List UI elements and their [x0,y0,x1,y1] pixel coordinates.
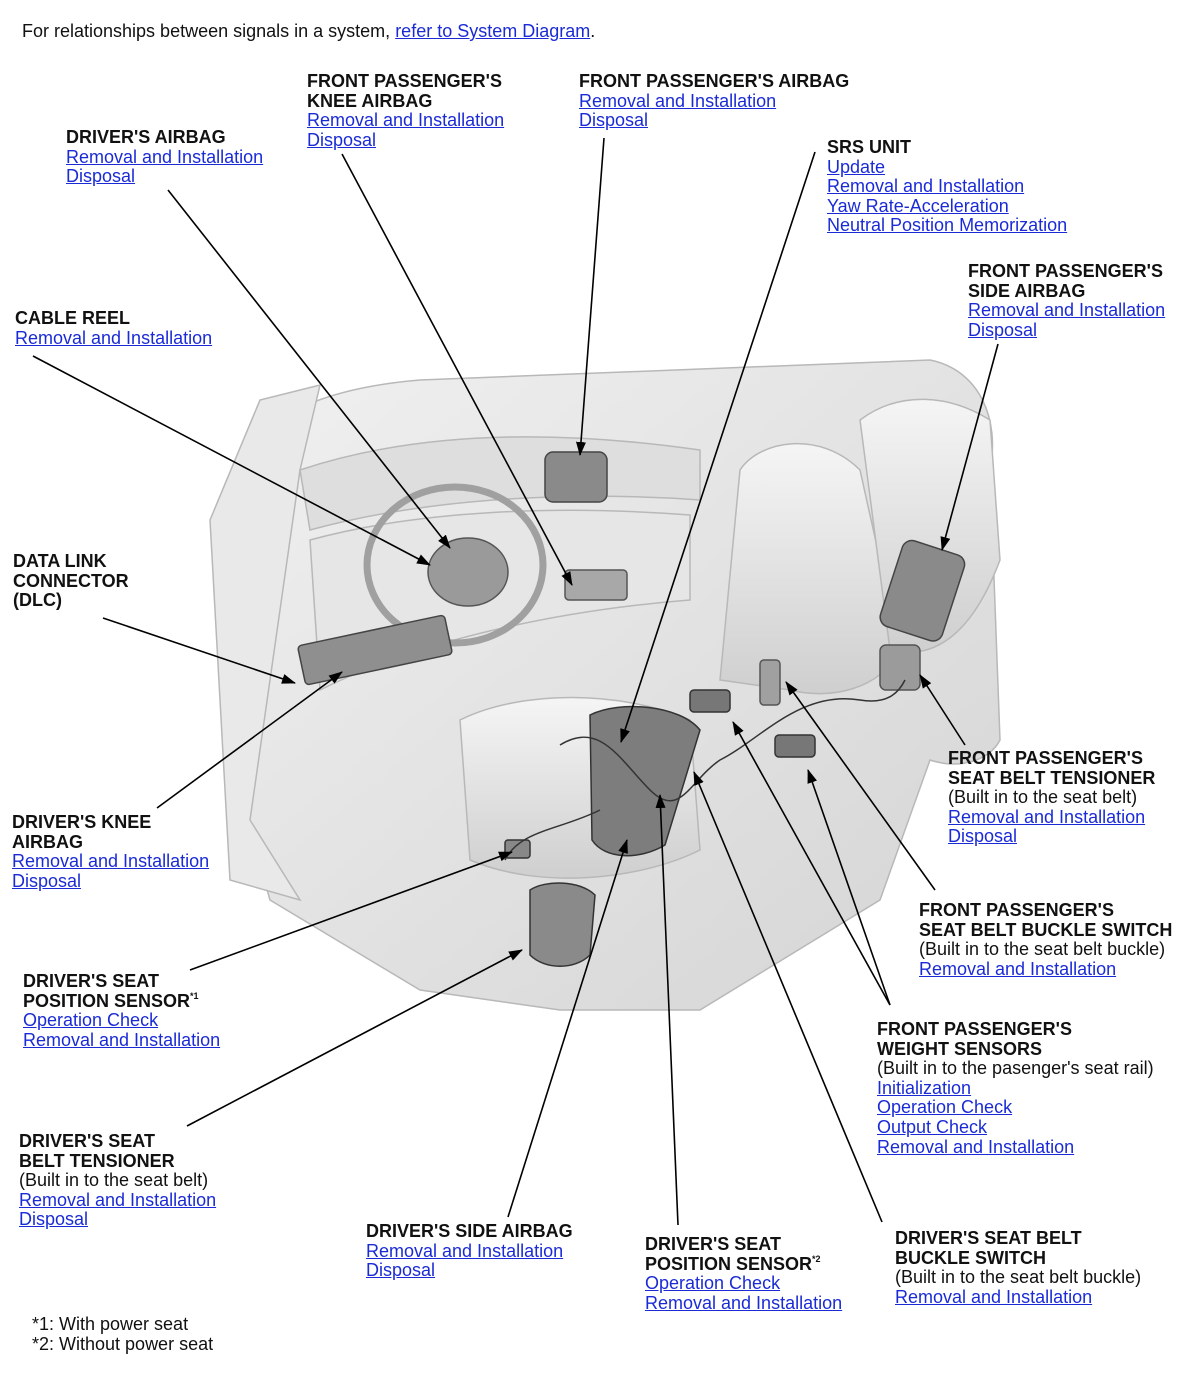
removal-and-installation-link[interactable]: Removal and Installation [366,1240,564,1261]
callout-note: (Built in to the seat belt buckle) [919,939,1166,960]
removal-and-installation-link[interactable]: Removal and Installation [579,90,777,111]
disposal-link[interactable]: Disposal [366,1260,436,1281]
callout-title-text: DRIVER'S AIRBAG [66,127,226,147]
callout-title: FRONT PASSENGER'S WEIGHT SENSORS [877,1019,1154,1059]
callout-note: (Built in to the pasenger's seat rail) [877,1058,1154,1079]
callout-note: (Built in to the seat belt) [19,1170,209,1191]
removal-and-installation-link[interactable]: Removal and Installation [645,1292,843,1313]
neutral-position-memorization-link[interactable]: Neutral Position Memorization [827,215,1068,236]
callout-title: SRS UNIT [827,137,1067,158]
callout-data-link-connector: DATA LINK CONNECTOR (DLC) [13,551,129,611]
removal-and-installation-link[interactable]: Removal and Installation [877,1136,1075,1157]
removal-and-installation-link[interactable]: Removal and Installation [827,176,1025,197]
footnote-marker: *1 [190,990,199,1001]
callout-title-text: DRIVER'S SEAT POSITION SENSOR [23,971,191,1011]
callout-title: FRONT PASSENGER'S SEAT BELT TENSIONER [948,748,1156,788]
removal-and-installation-link[interactable]: Removal and Installation [948,806,1146,827]
callout-title: FRONT PASSENGER'S AIRBAG [579,71,850,92]
yaw-rate-acceleration-link[interactable]: Yaw Rate-Acceleration [827,195,1009,216]
callout-title-text: DRIVER'S SEAT BELT TENSIONER [19,1131,175,1171]
callout-title: FRONT PASSENGER'S KNEE AIRBAG [307,71,504,111]
operation-check-link[interactable]: Operation Check [645,1273,781,1294]
callout-title-text: FRONT PASSENGER'S SEAT BELT TENSIONER [948,748,1156,788]
footnote-1: *1: With power seat [32,1314,189,1334]
callout-title-text: FRONT PASSENGER'S SIDE AIRBAG [968,261,1163,301]
leader-lines [32,137,999,1226]
system-diagram-link[interactable]: refer to System Diagram [395,21,591,41]
operation-check-link[interactable]: Operation Check [23,1010,159,1031]
callout-title: DRIVER'S AIRBAG [66,127,263,148]
disposal-link[interactable]: Disposal [19,1209,89,1230]
disposal-link[interactable]: Disposal [579,110,649,131]
initialization-link[interactable]: Initialization [877,1077,972,1098]
callout-title-text: FRONT PASSENGER'S WEIGHT SENSORS [877,1019,1072,1059]
callout-drivers-seat-belt-tensioner: DRIVER'S SEAT BELT TENSIONER(Built in to… [19,1131,217,1230]
callout-drivers-seat-belt-buckle-switch: DRIVER'S SEAT BELT BUCKLE SWITCH(Built i… [895,1228,1142,1307]
callout-title-text: DRIVER'S SIDE AIRBAG [366,1221,573,1241]
removal-and-installation-link[interactable]: Removal and Installation [307,110,505,131]
removal-and-installation-link[interactable]: Removal and Installation [19,1189,217,1210]
callout-front-passenger-seat-belt-tensioner: FRONT PASSENGER'S SEAT BELT TENSIONER(Bu… [948,748,1156,847]
vehicle-interior-drawing [209,359,1001,1011]
intro-suffix: . [590,21,596,41]
intro-text: For relationships between signals in a s… [22,20,595,42]
disposal-link[interactable]: Disposal [948,826,1018,847]
removal-and-installation-link[interactable]: Removal and Installation [66,146,264,167]
callout-title-text: FRONT PASSENGER'S KNEE AIRBAG [307,71,502,111]
disposal-link[interactable]: Disposal [968,319,1038,340]
operation-check-link[interactable]: Operation Check [877,1097,1013,1118]
removal-and-installation-link[interactable]: Removal and Installation [968,300,1166,321]
output-check-link[interactable]: Output Check [877,1116,988,1137]
callout-title: DRIVER'S SIDE AIRBAG [366,1221,573,1242]
intro-prefix: For relationships between signals in a s… [22,21,396,41]
callout-title: FRONT PASSENGER'S SEAT BELT BUCKLE SWITC… [919,900,1173,940]
callout-title: DRIVER'S SEAT BELT TENSIONER [19,1131,216,1171]
callout-title-text: CABLE REEL [15,308,131,328]
callout-title-text: SRS UNIT [827,137,912,157]
callout-title: DATA LINK CONNECTOR (DLC) [13,551,129,611]
callout-title-text: DRIVER'S SEAT POSITION SENSOR [645,1234,813,1274]
removal-and-installation-link[interactable]: Removal and Installation [12,851,210,872]
removal-and-installation-link[interactable]: Removal and Installation [23,1029,221,1050]
callout-title: DRIVER'S SEAT POSITION SENSOR*2 [645,1234,842,1274]
callout-title: FRONT PASSENGER'S SIDE AIRBAG [968,261,1165,301]
callout-front-passenger-weight-sensors: FRONT PASSENGER'S WEIGHT SENSORS(Built i… [877,1019,1154,1157]
update-link[interactable]: Update [827,156,886,177]
removal-and-installation-link[interactable]: Removal and Installation [15,327,213,348]
callout-title-text: FRONT PASSENGER'S SEAT BELT BUCKLE SWITC… [919,900,1173,940]
callout-title-text: DATA LINK CONNECTOR (DLC) [13,551,129,611]
callout-note: (Built in to the seat belt) [948,787,1138,808]
disposal-link[interactable]: Disposal [12,870,82,891]
callout-title: DRIVER'S KNEE AIRBAG [12,812,209,852]
callout-title-text: DRIVER'S SEAT BELT BUCKLE SWITCH [895,1228,1082,1268]
callout-title: DRIVER'S SEAT POSITION SENSOR*1 [23,971,220,1011]
footnote-marker: *2 [812,1253,821,1264]
callout-title-text: FRONT PASSENGER'S AIRBAG [579,71,850,91]
callout-front-passenger-seat-belt-buckle-switch: FRONT PASSENGER'S SEAT BELT BUCKLE SWITC… [919,900,1173,979]
callout-title: CABLE REEL [15,308,212,329]
footnotes: *1: With power seat *2: Without power se… [32,1314,213,1354]
callout-title: DRIVER'S SEAT BELT BUCKLE SWITCH [895,1228,1141,1268]
removal-and-installation-link[interactable]: Removal and Installation [919,958,1117,979]
callout-title-text: DRIVER'S KNEE AIRBAG [12,812,152,852]
removal-and-installation-link[interactable]: Removal and Installation [895,1286,1093,1307]
disposal-link[interactable]: Disposal [66,166,136,187]
callout-note: (Built in to the seat belt buckle) [895,1267,1142,1288]
footnote-2: *2: Without power seat [32,1334,214,1354]
disposal-link[interactable]: Disposal [307,129,377,150]
